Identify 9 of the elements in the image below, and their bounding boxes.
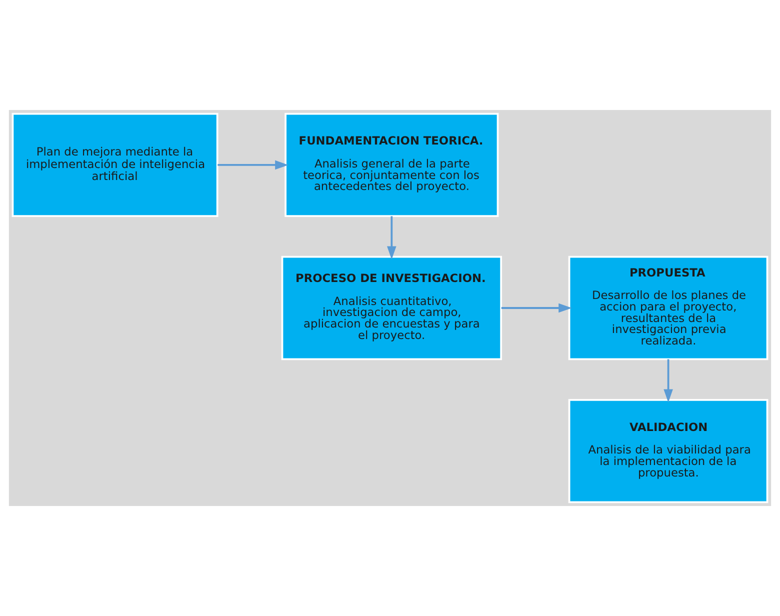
arrow: [218, 160, 288, 170]
arrow: [501, 303, 572, 313]
node-box: PROCESO DE INVESTIGACION. Analisis cuantitativo, investigacion de campo, aplicacion de encuestas y para el proyecto.: [281, 256, 502, 360]
node-box: VALIDACION Analisis de la viabilidad para la implementacion de la propuesta.: [568, 398, 768, 504]
node-box: PROPUESTA Desarrollo de los planes de accion para el proyecto, resultantes de la investigacion previa realizada.: [568, 256, 768, 360]
arrow: [664, 359, 673, 403]
node-box: Plan de mejora mediante la implementación de inteligencia artificial: [12, 112, 218, 218]
arrow: [387, 216, 396, 260]
node-box: FUNDAMENTACION TEORICA. Analisis general de la parte teorica, conjuntamente con los antecedentes del proyecto.: [284, 112, 499, 218]
